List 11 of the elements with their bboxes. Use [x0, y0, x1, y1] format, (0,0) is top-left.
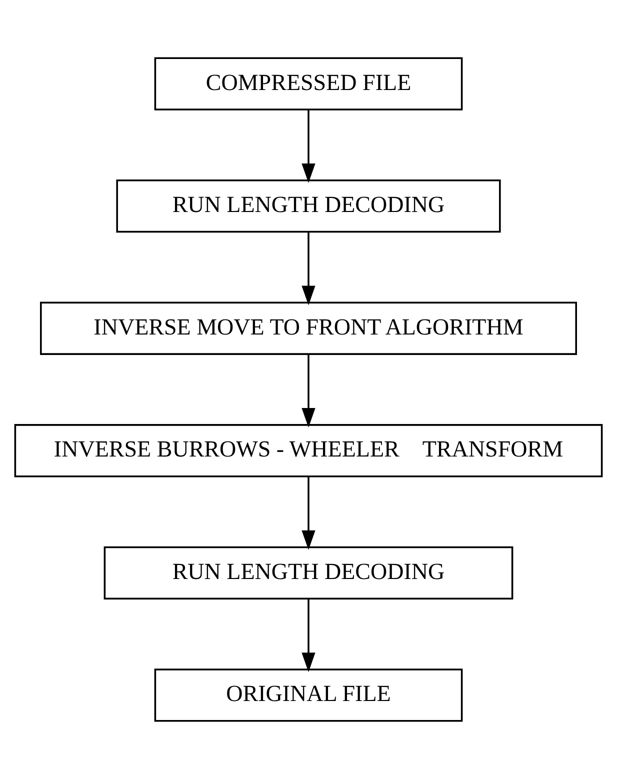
node-box: RUN LENGTH DECODING	[116, 180, 501, 233]
arrow	[302, 232, 316, 306]
arrow	[302, 476, 316, 550]
node-box: INVERSE MOVE TO FRONT ALGORITHM	[40, 302, 577, 355]
node-box: ORIGINAL FILE	[154, 668, 463, 722]
node-box: COMPRESSED FILE	[154, 57, 463, 110]
node-box: INVERSE BURROWS - WHEELER TRANSFORM	[14, 424, 603, 478]
arrow	[302, 354, 316, 428]
arrow	[302, 110, 316, 183]
arrow	[302, 598, 316, 672]
node-box: RUN LENGTH DECODING	[104, 546, 514, 600]
